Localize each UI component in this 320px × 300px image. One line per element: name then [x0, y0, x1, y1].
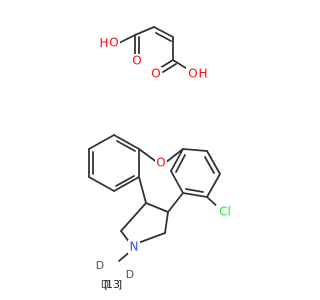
bond — [138, 148, 159, 164]
label-background — [186, 67, 208, 81]
maleic-acid — [118, 26, 190, 73]
bond — [182, 192, 208, 198]
hydroxyl-o-label: O — [109, 36, 118, 50]
nitrogen-label: N — [130, 240, 139, 254]
deuterium-label: D — [126, 268, 134, 281]
carbonyl-o-label: O — [151, 67, 160, 81]
isotope-bracket-open: [ — [104, 278, 108, 291]
bond — [167, 192, 184, 213]
isotope-bracket-close: ] — [118, 278, 122, 291]
bond — [145, 202, 169, 213]
tricyclic-core — [88, 134, 221, 262]
bond — [185, 188, 204, 193]
bond — [206, 173, 221, 198]
label-background — [216, 205, 234, 219]
label-background — [150, 67, 162, 81]
label-background — [155, 156, 167, 170]
carbon-13-label: 13 — [106, 278, 120, 291]
bond — [118, 34, 136, 44]
bond — [113, 134, 140, 150]
hydroxyl-o-label: O — [188, 67, 197, 81]
chlorine-label: Cl — [219, 205, 231, 219]
bond — [153, 26, 174, 38]
bond — [170, 170, 184, 194]
bond — [113, 176, 140, 192]
bond — [204, 156, 215, 174]
bond — [182, 148, 208, 152]
bond — [170, 148, 184, 172]
bond — [138, 176, 147, 204]
label-background — [128, 240, 140, 254]
bond — [120, 202, 147, 232]
label-background — [100, 36, 120, 50]
bond — [162, 63, 177, 73]
atom-labels: H O O O O H O N Cl D D D [ 13 ] — [96, 36, 234, 291]
bond — [115, 175, 135, 187]
chemical-structure-diagram: H O O O O H O N Cl D D D [ 13 ] — [88, 26, 234, 291]
bond — [88, 176, 115, 192]
bond — [134, 26, 155, 36]
hydroxyl-h-label: H — [99, 36, 108, 50]
bond — [137, 232, 166, 244]
bond — [159, 59, 174, 69]
bond — [116, 140, 136, 152]
bond — [175, 154, 186, 173]
hydroxyl-h-label: H — [198, 67, 207, 81]
ring-oxygen-label: O — [156, 156, 165, 170]
bond — [155, 32, 172, 42]
bond — [206, 150, 221, 175]
bond — [164, 211, 169, 234]
deuterium-label: D — [101, 278, 109, 291]
label-background — [131, 54, 143, 68]
deuterium-label: D — [96, 259, 104, 272]
bond — [88, 134, 115, 150]
carbonyl-o-label: O — [132, 54, 141, 68]
bond — [164, 148, 184, 164]
